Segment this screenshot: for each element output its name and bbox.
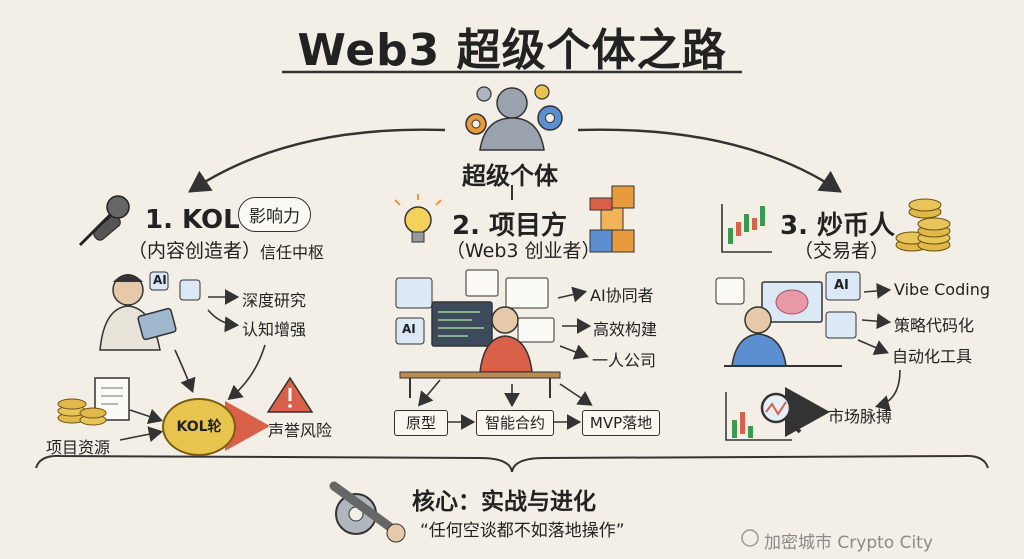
- trader-item: 策略代码化: [894, 312, 974, 336]
- builder-ai-tag: AI: [402, 322, 416, 336]
- builder-item: 一人公司: [592, 347, 656, 371]
- trader-ai-tag: AI: [834, 278, 849, 293]
- core-title: 核心：实战与进化: [412, 482, 596, 516]
- trust-hub-label: 信任中枢: [260, 239, 324, 263]
- core-quote: “任何空谈都不如落地操作”: [420, 516, 625, 541]
- watermark: 加密城市 Crypto City: [764, 528, 933, 553]
- project-resources-label: 项目资源: [46, 434, 110, 458]
- person-gears-icon: [466, 85, 562, 150]
- trader-item: Vibe Coding: [894, 280, 990, 299]
- kol-item: 认知增强: [242, 316, 306, 340]
- market-chart-magnifier-icon: [726, 392, 800, 440]
- microphone-icon: [80, 196, 129, 245]
- lightbulb-icon: [395, 194, 441, 242]
- arrow-to-trader: [578, 130, 838, 190]
- kol-ai-tag: AI: [153, 273, 167, 287]
- trader-item: 自动化工具: [892, 343, 972, 367]
- builder-item: 高效构建: [593, 316, 657, 340]
- arrow-to-kol: [192, 130, 445, 190]
- builder-desk-scene-icon: [396, 270, 560, 398]
- flow-mvp: MVP落地: [582, 410, 660, 436]
- trader-subtitle: （交易者）: [794, 236, 889, 263]
- wrench-gear-icon: [334, 486, 405, 542]
- flow-smart-contract: 智能合约: [476, 410, 554, 436]
- kol-wheel-coin: KOL轮: [162, 398, 236, 456]
- kol-item: 深度研究: [242, 287, 306, 311]
- bottom-brace: [36, 456, 988, 472]
- market-pulse-label: 市场脉搏: [828, 403, 892, 427]
- warning-icon: [268, 378, 312, 412]
- page-title: Web3 超级个体之路: [0, 14, 1024, 78]
- builder-subtitle: （Web3 创业者）: [446, 236, 601, 263]
- center-label: 超级个体: [462, 156, 558, 191]
- candlestick-chart-icon: [722, 204, 772, 252]
- flow-prototype: 原型: [394, 410, 448, 436]
- coin-stack-icon: [896, 199, 950, 251]
- builder-item: AI协同者: [590, 282, 654, 306]
- influence-bubble: 影响力: [238, 197, 311, 232]
- kol-subtitle: （内容创造者）: [128, 236, 261, 263]
- reputation-risk-label: 声誉风险: [268, 417, 332, 441]
- kol-person-tablet-icon: [100, 272, 200, 350]
- kol-heading: 1. KOL: [145, 205, 240, 235]
- watermark-logo-icon: [742, 530, 758, 546]
- coins-document-icon: [58, 378, 129, 425]
